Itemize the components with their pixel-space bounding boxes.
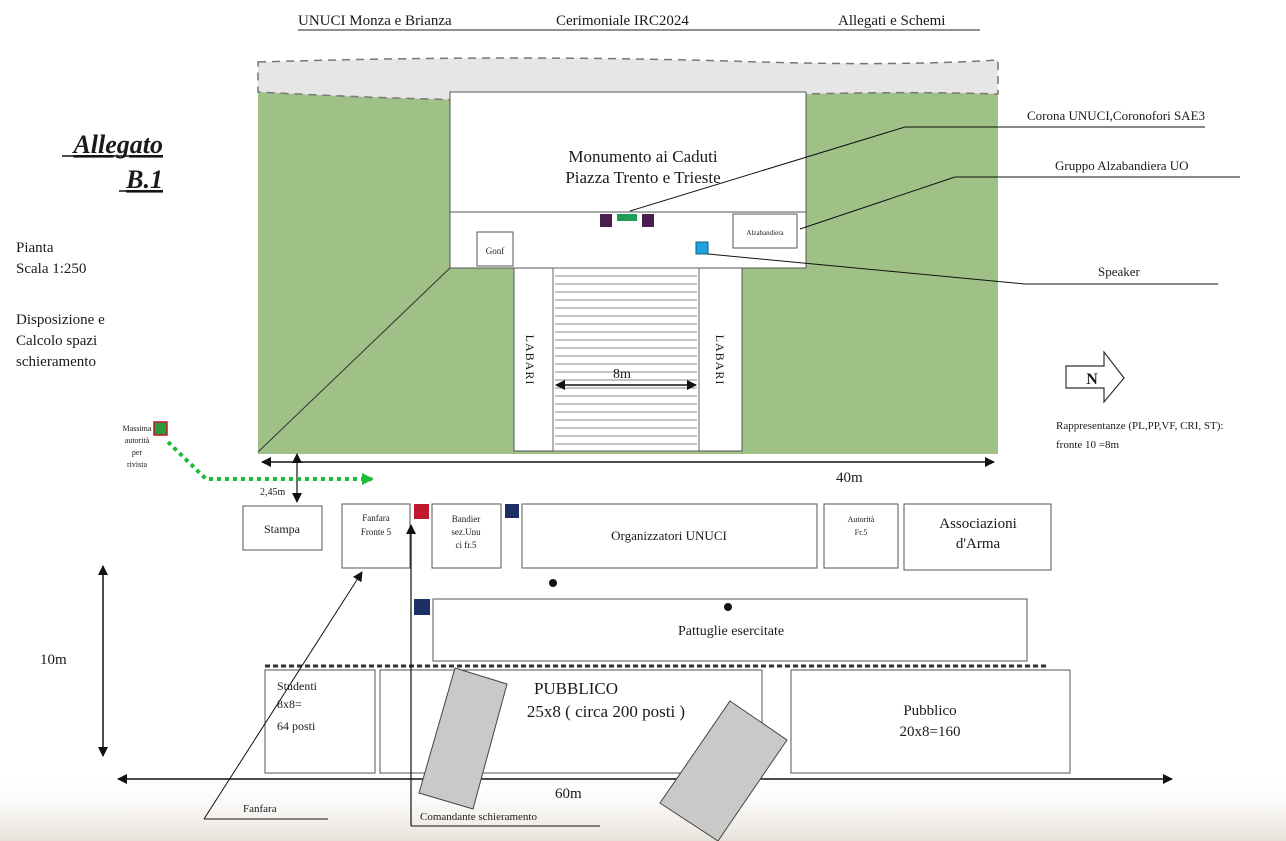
north-arrow-icon <box>1065 350 1125 404</box>
associazioni-box <box>903 503 1052 571</box>
marker-purple-right <box>642 214 654 227</box>
massima-marker <box>153 421 168 436</box>
header-center: Cerimoniale IRC2024 <box>556 13 689 29</box>
massima-line3: per <box>132 448 143 457</box>
fanfara-line2: Fronte 5 <box>361 527 392 537</box>
width-60-label: 60m <box>555 786 582 802</box>
studenti-line1: Studenti <box>277 679 318 693</box>
dimensions: 40m 2,45m 10m 60m <box>40 453 1173 802</box>
pubblico-center-line2: 25x8 ( circa 200 posti ) <box>527 702 685 721</box>
pubblico-right-box <box>790 669 1071 774</box>
studenti-line3: 64 posti <box>277 719 316 733</box>
bandiere-line1: Bandier <box>452 514 481 524</box>
organizzatori-label: Organizzatori UNUCI <box>611 528 727 543</box>
massima-line4: rivista <box>127 460 147 469</box>
note-pianta: Pianta <box>16 240 54 256</box>
speaker-marker <box>695 241 709 255</box>
position-dot-1 <box>549 579 557 587</box>
vehicles <box>418 667 788 841</box>
bottom-background <box>0 770 1286 841</box>
fanfara-leader <box>203 571 363 820</box>
autorita-line2: Fr.5 <box>855 528 868 537</box>
vehicle-2 <box>659 700 788 841</box>
bottom-fanfara-label: Fanfara <box>243 803 277 815</box>
monument-title-line2: Piazza Trento e Trieste <box>565 168 720 187</box>
lawn-diagonal <box>257 267 451 453</box>
bottom-leaders: Fanfara Comandante schieramento <box>203 524 600 827</box>
fanfara-box <box>341 503 411 569</box>
alzabandiera-box <box>732 213 798 249</box>
marker-navy-top <box>505 504 519 518</box>
speaker-leader <box>707 253 1026 285</box>
massima-line2: autorità <box>125 436 150 445</box>
rivista-path <box>166 440 374 485</box>
stampa-label: Stampa <box>264 522 301 536</box>
note-disp1: Disposizione e <box>16 312 105 328</box>
vehicle-1 <box>418 667 508 810</box>
side-notes: Pianta Scala 1:250 Disposizione e Calcol… <box>16 240 105 370</box>
marker-red <box>414 504 429 519</box>
bandiere-line3: ci fr.5 <box>456 540 477 550</box>
monument-title-line1: Monumento ai Caduti <box>568 147 717 166</box>
gonf-label: Gonf <box>486 246 505 256</box>
rappresentanze-line2: fronte 10 =8m <box>1056 439 1119 451</box>
stairs-width-label: 8m <box>613 367 631 382</box>
massima-autorita: Massima autorità per rivista <box>123 421 374 485</box>
massima-line1: Massima <box>123 424 152 433</box>
position-dot-2 <box>724 603 732 611</box>
note-scala: Scala 1:250 <box>16 261 86 277</box>
gap-label: 2,45m <box>260 487 286 498</box>
deployment-boxes: Stampa Fanfara Fronte 5 Bandier sez.Unu … <box>242 503 1071 774</box>
labari-right: LABARI <box>713 335 727 386</box>
stairs <box>552 267 700 452</box>
speaker-label: Speaker <box>1098 264 1141 279</box>
rappresentanze-line1: Rappresentanze (PL,PP,VF, CRI, ST): <box>1056 420 1223 432</box>
callouts: Corona UNUCI,Coronofori SAE3 Gruppo Alza… <box>629 108 1240 285</box>
bandiere-line2: sez.Unu <box>451 527 481 537</box>
autorita-line1: Autorità <box>848 515 875 524</box>
fanfara-line1: Fanfara <box>362 513 389 523</box>
header-left: UNUCI Monza e Brianza <box>298 13 452 29</box>
pubblico-right-line1: Pubblico <box>903 703 956 719</box>
stampa-box <box>242 505 323 551</box>
note-disp2: Calcolo spazi <box>16 333 97 349</box>
organizzatori-box <box>521 503 818 569</box>
gruppo-leader <box>799 176 956 230</box>
note-disp3: schieramento <box>16 354 96 370</box>
alzabandiera-label: Alzabandiera <box>746 229 784 237</box>
attachment-line1: Allegato <box>71 130 163 159</box>
north-letter: N <box>1086 371 1098 388</box>
studenti-box <box>264 669 376 774</box>
corona-label: Corona UNUCI,Coronofori SAE3 <box>1027 108 1205 123</box>
monument-area: Monumento ai Caduti Piazza Trento e Trie… <box>257 57 999 454</box>
height-10-label: 10m <box>40 652 67 668</box>
marker-navy-left <box>414 599 430 615</box>
bandiere-box <box>431 503 502 569</box>
gruppo-label: Gruppo Alzabandiera UO <box>1055 158 1189 173</box>
corona-leader <box>629 126 906 212</box>
north-indicator: N Rappresentanze (PL,PP,VF, CRI, ST): fr… <box>1056 350 1223 451</box>
header: UNUCI Monza e Brianza Cerimoniale IRC202… <box>298 13 980 31</box>
associazioni-line2: d'Arma <box>956 536 1001 552</box>
attachment-line2: B.1 <box>125 165 163 194</box>
pubblico-right-line2: 20x8=160 <box>900 724 961 740</box>
autorita-box <box>823 503 899 569</box>
corona-marker <box>617 214 637 221</box>
comandante-label: Comandante schieramento <box>420 811 537 823</box>
width-40-label: 40m <box>836 470 863 486</box>
pattuglie-label: Pattuglie esercitate <box>678 624 784 639</box>
gonf-box <box>476 231 514 267</box>
pubblico-center-line1: PUBBLICO <box>534 679 618 698</box>
studenti-line2: 8x8= <box>277 697 302 711</box>
header-right: Allegati e Schemi <box>838 13 945 29</box>
marker-purple-left <box>600 214 612 227</box>
associazioni-line1: Associazioni <box>939 516 1016 532</box>
attachment-label: Allegato B.1 <box>62 130 163 194</box>
labari-left: LABARI <box>523 335 537 386</box>
